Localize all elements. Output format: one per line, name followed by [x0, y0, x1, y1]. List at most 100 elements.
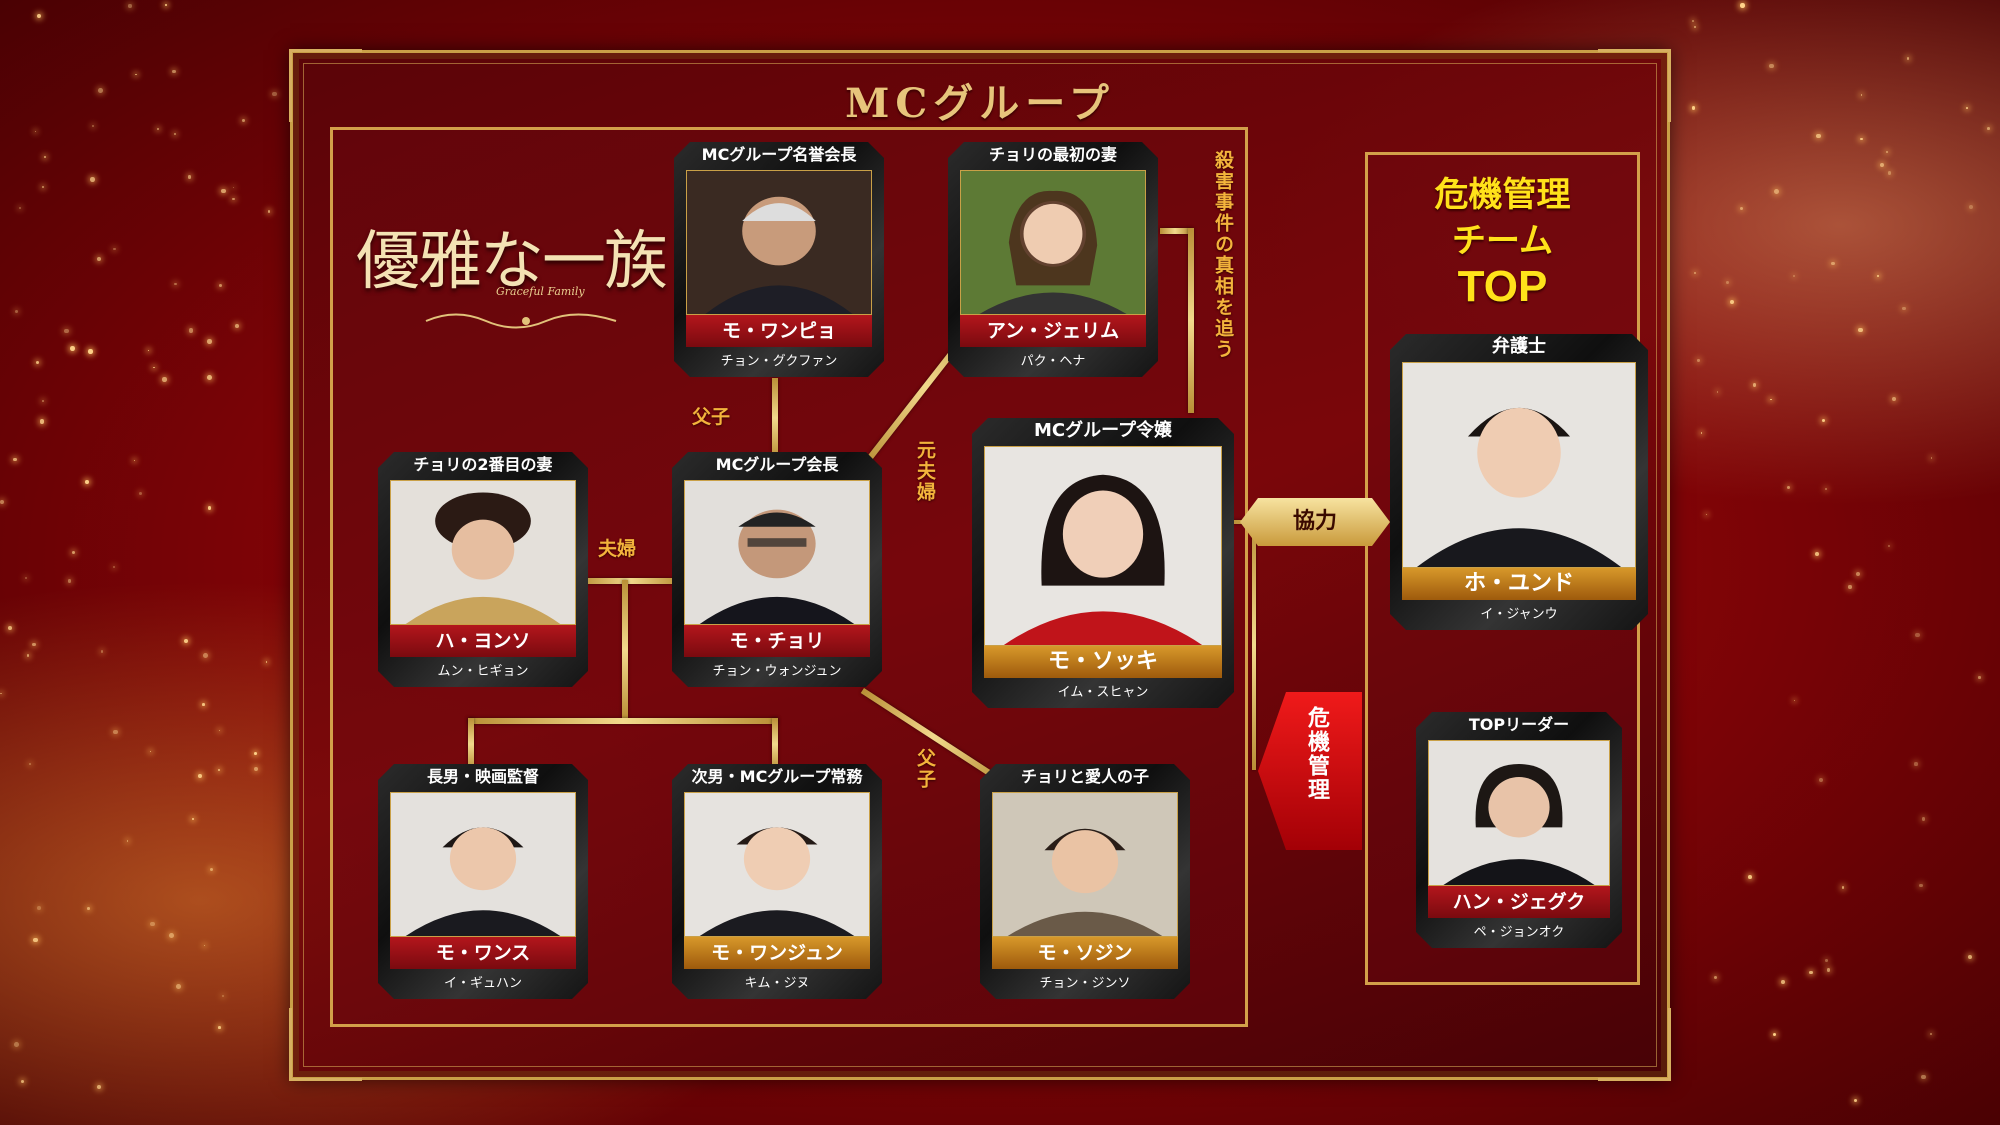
sparkle-dot: [1740, 3, 1745, 8]
character-card-wonjun[interactable]: 次男・MCグループ常務 モ・ワンジュン キム・ジヌ: [672, 764, 882, 999]
sparkle-dot: [1725, 281, 1729, 285]
sparkle-dot: [1965, 107, 1968, 110]
sparkle-dot: [218, 729, 221, 732]
character-card-jerim[interactable]: チョリの最初の妻 アン・ジェリム パク・ヘナ: [948, 142, 1158, 377]
sparkle-dot: [1697, 359, 1700, 362]
sparkle-dot: [1816, 133, 1822, 139]
sparkle-dot: [222, 994, 225, 997]
sparkle-dot: [85, 480, 90, 484]
sparkle-dot: [232, 187, 234, 189]
card-role: 長男・映画監督: [426, 767, 539, 786]
character-card-sojin[interactable]: チョリと愛人の子 モ・ソジン チョン・ジンソ: [980, 764, 1190, 999]
card-actor: ムン・ヒギョン: [437, 664, 529, 679]
sparkle-dot: [172, 69, 176, 74]
sparkle-dot: [1914, 762, 1918, 766]
connector-line: [468, 718, 778, 724]
sparkle-dot: [1821, 418, 1826, 422]
sparkle-dot: [128, 4, 132, 8]
sparkle-dot: [92, 125, 95, 128]
crisis-badge-label: 危機管理: [1304, 706, 1329, 802]
show-logo: 優雅な一族 Graceful Family: [356, 210, 668, 340]
portrait-icon: [1403, 363, 1635, 567]
sparkle-dot: [8, 625, 13, 630]
sparkle-dot: [1824, 958, 1828, 962]
sparkle-dot: [1876, 275, 1879, 278]
connector-line: [1252, 520, 1256, 770]
sparkle-dot: [221, 188, 226, 193]
sparkle-dot: [218, 1026, 221, 1030]
sparkle-dot: [96, 257, 101, 262]
sparkle-dot: [218, 769, 221, 772]
sparkle-dot: [1891, 396, 1896, 401]
character-card-yundo[interactable]: 弁護士 ホ・ユンド イ・ジャンウ: [1390, 334, 1648, 630]
sparkle-dot: [88, 349, 93, 354]
character-card-jaeguk[interactable]: TOPリーダー ハン・ジェグク ペ・ジョンオク: [1416, 712, 1622, 948]
team-title: 危機管理 チーム TOP: [1365, 172, 1640, 310]
relation-label-investigation: 殺害事件の真相を追う: [1212, 150, 1234, 360]
character-card-yonso[interactable]: チョリの2番目の妻 ハ・ヨンソ ムン・ヒギョン: [378, 452, 588, 687]
sparkle-dot: [135, 73, 137, 76]
sparkle-dot: [14, 310, 18, 314]
portrait-icon: [687, 171, 871, 314]
portrait-icon: [985, 447, 1221, 645]
sparkle-dot: [34, 130, 37, 133]
sparkle-dot: [157, 128, 159, 131]
relation-label-father-son: 父子: [914, 748, 936, 790]
character-card-chori[interactable]: MCグループ会長 モ・チョリ チョン・ウォンジュン: [672, 452, 882, 687]
sparkle-dot: [1700, 431, 1703, 434]
card-name: ハ・ヨンソ: [390, 625, 576, 657]
card-role: TOPリーダー: [1468, 715, 1570, 734]
sparkle-dot: [25, 576, 28, 579]
sparkle-dot: [1808, 970, 1813, 975]
character-card-sokki[interactable]: MCグループ令嬢 モ・ソッキ イム・スヒャン: [972, 418, 1234, 708]
sparkle-dot: [210, 868, 214, 872]
card-actor: パク・ヘナ: [1020, 354, 1086, 369]
sparkle-dot: [1787, 486, 1791, 490]
corner-ornament: [1598, 49, 1671, 122]
sparkle-dot: [1929, 1032, 1932, 1035]
sparkle-dot: [1772, 1032, 1777, 1037]
character-card-wonpyo[interactable]: MCグループ名誉会長 モ・ワンピョ チョン・グクファン: [674, 142, 884, 377]
sparkle-dot: [1781, 980, 1785, 984]
portrait-icon: [1429, 741, 1609, 885]
sparkle-dot: [139, 491, 143, 496]
character-card-wonsu[interactable]: 長男・映画監督 モ・ワンス イ・ギュハン: [378, 764, 588, 999]
sparkle-dot: [1848, 585, 1852, 589]
sparkle-dot: [188, 175, 192, 179]
sparkle-dot: [36, 361, 40, 365]
team-title-line3: TOP: [1457, 262, 1548, 311]
sparkle-dot: [69, 345, 75, 351]
sparkle-dot: [1856, 572, 1861, 577]
relation-label-ex-spouse: 元夫婦: [914, 440, 936, 503]
sparkle-dot: [253, 766, 259, 772]
card-role: 弁護士: [1492, 336, 1546, 357]
sparkle-dot: [1793, 699, 1795, 702]
card-actor: チョン・グクファン: [720, 354, 838, 369]
sparkle-dot: [1978, 676, 1981, 679]
sparkle-dot: [14, 1042, 19, 1048]
card-actor: ペ・ジョンオク: [1473, 925, 1565, 940]
sparkle-dot: [1716, 391, 1719, 393]
sparkle-dot: [174, 282, 178, 286]
corner-ornament: [1598, 1008, 1671, 1081]
sparkle-dot: [39, 419, 45, 425]
sparkle-dot: [1887, 171, 1892, 175]
sparkle-dot: [113, 729, 118, 735]
sparkle-dot: [1902, 306, 1906, 311]
sparkle-dot: [1694, 272, 1696, 274]
sparkle-dot: [1692, 20, 1695, 22]
sparkle-dot: [133, 460, 135, 462]
sparkle-dot: [272, 92, 277, 97]
sparkle-dot: [1915, 632, 1920, 638]
sparkle-dot: [37, 906, 42, 911]
sparkle-dot: [253, 752, 257, 756]
portrait-image: [1428, 740, 1610, 886]
sparkle-dot: [19, 206, 22, 210]
connector-line: [772, 718, 778, 770]
sparkle-dot: [149, 751, 152, 753]
card-role: MCグループ令嬢: [1033, 420, 1173, 441]
sparkle-dot: [1691, 106, 1696, 110]
connector-line: [1188, 228, 1194, 413]
portrait-icon: [391, 793, 575, 936]
sparkle-dot: [41, 185, 44, 188]
